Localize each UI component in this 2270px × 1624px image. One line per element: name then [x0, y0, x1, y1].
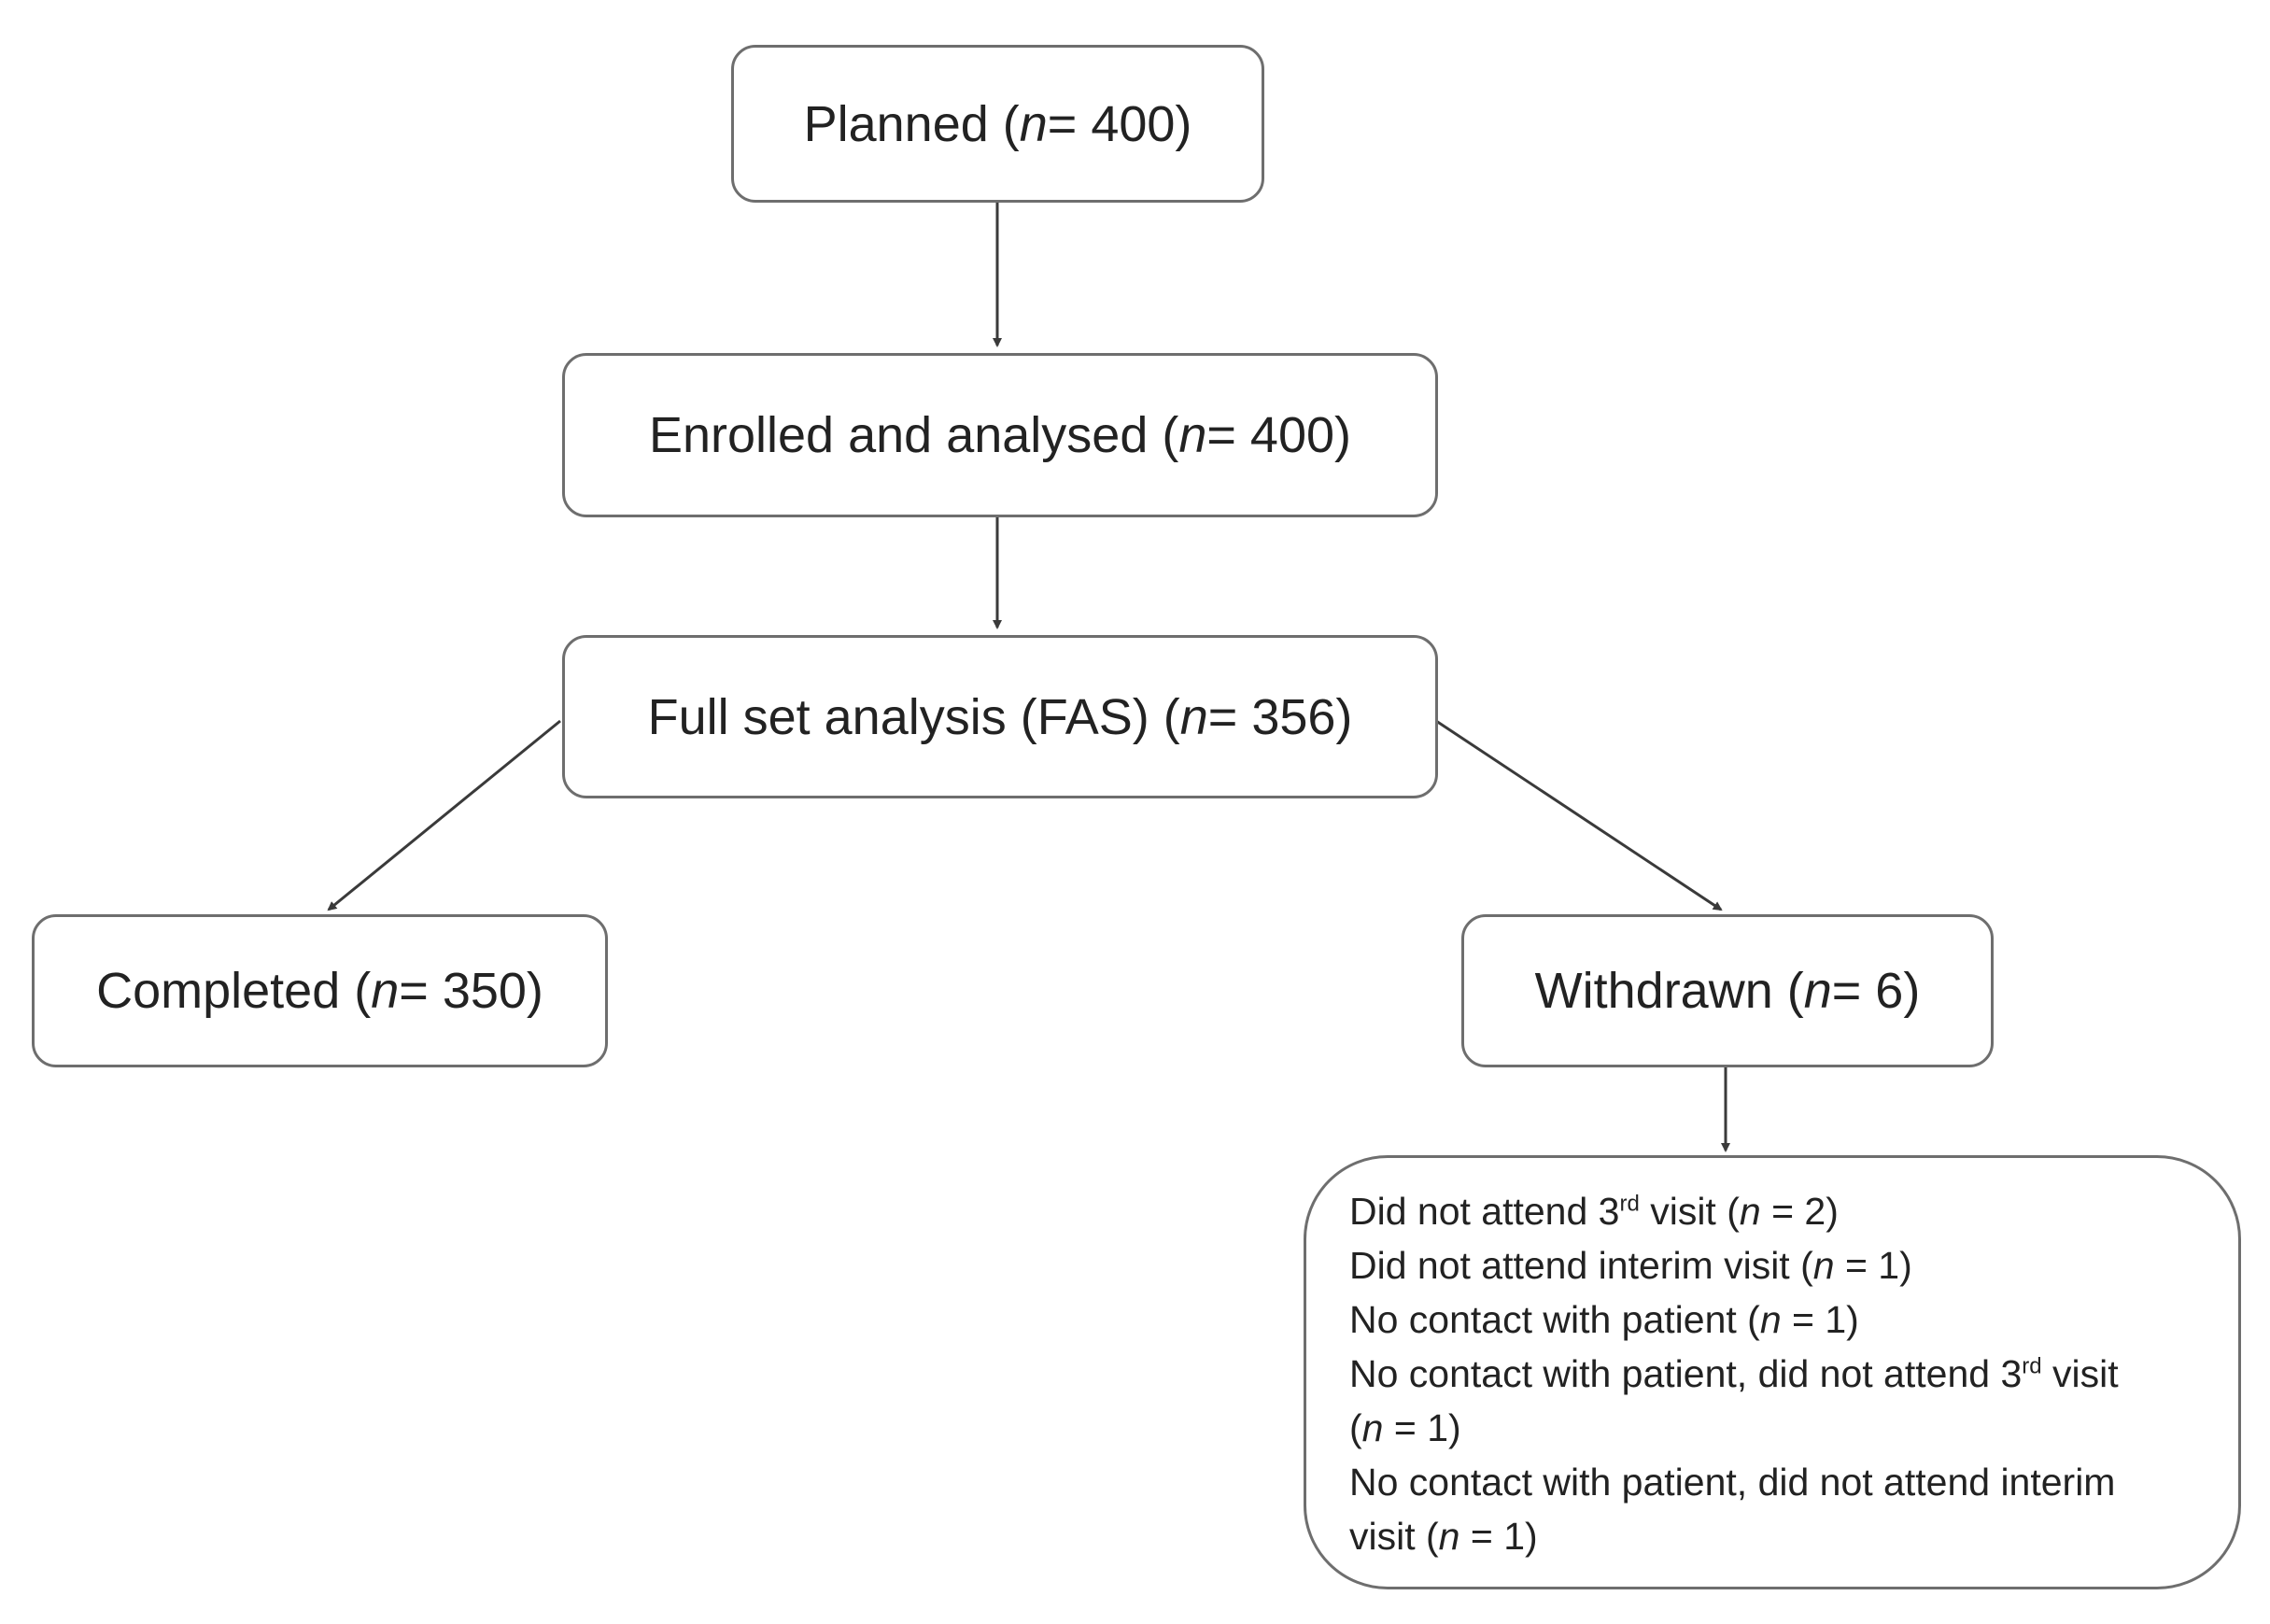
node-fas: Full set analysis (FAS) (n = 356) — [562, 635, 1438, 798]
node-enrolled-n-symbol: n — [1178, 407, 1207, 463]
node-fas-n-value: = 356) — [1207, 688, 1353, 745]
node-enrolled: Enrolled and analysed (n = 400) — [562, 353, 1438, 517]
node-withdrawn: Withdrawn (n = 6) — [1461, 914, 1994, 1067]
node-fas-n-symbol: n — [1179, 688, 1208, 745]
arrow-fas-to-completed — [327, 719, 561, 911]
node-fas-label: Full set analysis (FAS) ( — [647, 688, 1180, 745]
reason-item: No contact with patient (n = 1) — [1349, 1298, 1859, 1341]
node-planned-label: Planned ( — [803, 95, 1020, 152]
node-withdrawn-n-value: = 6) — [1831, 963, 1921, 1019]
node-withdrawal-reasons: Did not attend 3rd visit (n = 2) Did not… — [1304, 1155, 2241, 1589]
reason-item: No contact with patient, did not attend … — [1349, 1352, 2119, 1449]
node-planned-n-value: = 400) — [1047, 95, 1192, 152]
node-planned: Planned (n = 400) — [731, 45, 1264, 203]
node-completed-n-value: = 350) — [399, 963, 543, 1019]
node-planned-n-symbol: n — [1019, 95, 1048, 152]
node-enrolled-n-value: = 400) — [1206, 407, 1352, 463]
node-completed-n-symbol: n — [371, 963, 400, 1019]
reason-item: Did not attend interim visit (n = 1) — [1349, 1244, 1912, 1287]
reason-item: Did not attend 3rd visit (n = 2) — [1349, 1190, 1839, 1233]
arrow-fas-to-withdrawn — [1435, 719, 1723, 911]
node-completed: Completed (n = 350) — [32, 914, 608, 1067]
node-enrolled-label: Enrolled and analysed ( — [648, 407, 1179, 463]
node-withdrawn-n-symbol: n — [1803, 963, 1832, 1019]
node-withdrawn-label: Withdrawn ( — [1534, 963, 1804, 1019]
reason-item: No contact with patient, did not attend … — [1349, 1461, 2116, 1558]
node-completed-label: Completed ( — [96, 963, 372, 1019]
